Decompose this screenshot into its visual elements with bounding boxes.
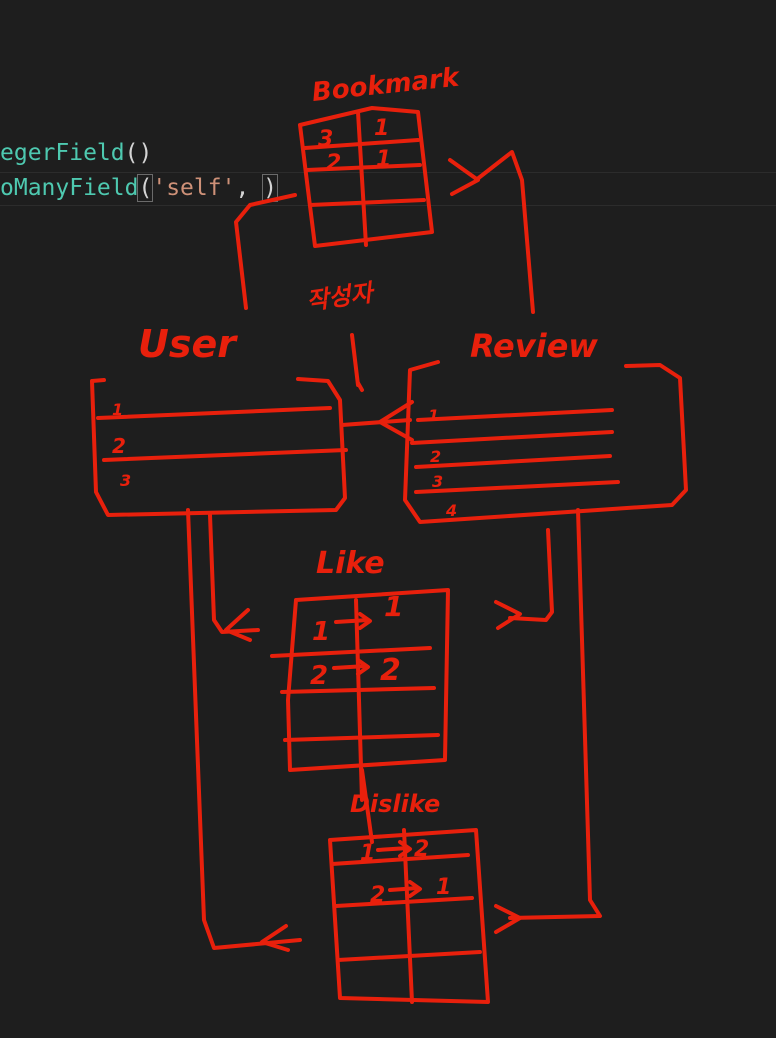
dislike-cell: 1 (436, 875, 451, 900)
bookmark-cell: 1 (376, 147, 391, 172)
writer-arrow (350, 333, 360, 387)
like-cell: 1 (384, 590, 403, 623)
review-row-number: 4 (445, 501, 457, 520)
user-row-number: 1 (112, 400, 123, 419)
writer-note: 작성자 (305, 278, 377, 315)
like-table: 1 1 2 2 (270, 588, 450, 802)
user-to-like-line (208, 513, 260, 634)
arrowhead (260, 924, 290, 952)
like-cell: 1 (312, 617, 330, 647)
user-label: User (138, 322, 238, 366)
user-row-number: 2 (112, 434, 126, 458)
like-cell: 2 (380, 653, 401, 688)
user-review-relation (340, 418, 412, 427)
code-line-2: oManyField('self', ) (0, 173, 279, 203)
review-to-dislike-line (508, 508, 602, 920)
dislike-cell: 1 (360, 841, 375, 866)
user-table: 1 2 3 (90, 377, 348, 517)
code-function: egerField (0, 140, 125, 166)
review-to-bookmark-line (474, 150, 535, 314)
code-paren: () (124, 140, 153, 166)
code-string: 'self' (152, 175, 236, 201)
arrow-icon (388, 880, 422, 898)
arrowhead (224, 608, 252, 642)
user-row-number: 3 (120, 471, 131, 490)
like-label: Like (316, 546, 385, 581)
user-to-bookmark-line (234, 193, 297, 310)
arrowhead (494, 904, 522, 934)
review-row-number: 1 (428, 406, 439, 425)
arrow-icon (334, 612, 372, 630)
bookmark-cell: 2 (326, 151, 341, 176)
review-label: Review (470, 327, 598, 365)
writer-dot (356, 381, 364, 392)
bookmark-table: 3 1 2 1 (298, 106, 434, 248)
code-bracket-close: ) (262, 174, 279, 202)
review-to-like-line (508, 528, 554, 622)
like-dislike-link (360, 768, 374, 844)
review-row-number: 2 (430, 447, 441, 466)
review-table: 1 2 3 4 (403, 360, 688, 524)
user-to-dislike-line (186, 508, 302, 950)
code-bracket-open: ( (137, 174, 154, 202)
current-line-highlight (0, 172, 776, 206)
arrowhead (448, 158, 480, 196)
review-row-number: 3 (432, 472, 443, 491)
dislike-cell: 2 (414, 837, 429, 862)
arrow-icon (332, 658, 370, 676)
dislike-cell: 2 (370, 883, 385, 908)
dislike-table: 1 2 2 1 (328, 828, 490, 1004)
code-function: oManyField (0, 175, 139, 201)
arrowhead (494, 600, 522, 630)
bookmark-cell: 1 (374, 116, 389, 141)
code-comma: , (235, 175, 250, 201)
bookmark-cell: 3 (318, 127, 333, 152)
like-cell: 2 (310, 661, 328, 691)
arrow-icon (376, 840, 412, 858)
bookmark-label: Bookmark (310, 63, 462, 108)
code-line-1: egerField() (0, 138, 152, 168)
